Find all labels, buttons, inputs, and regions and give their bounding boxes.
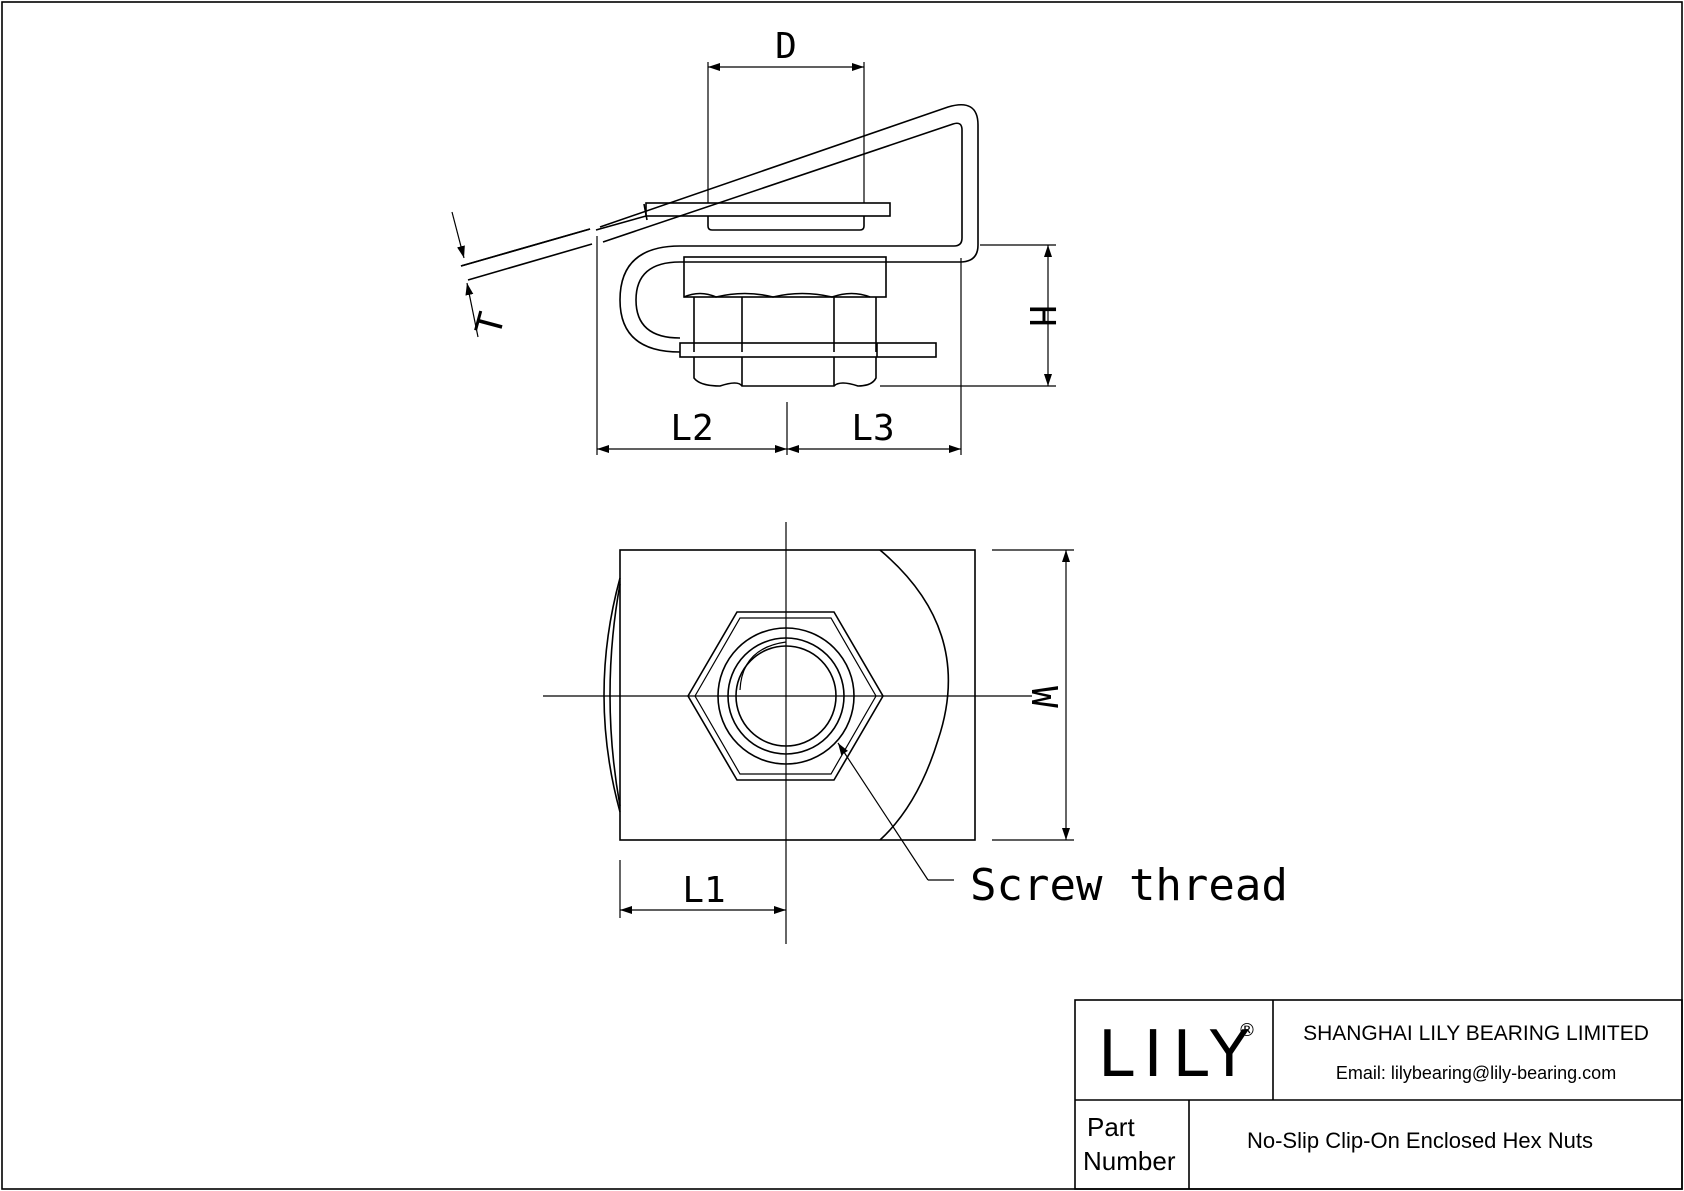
screw-thread-label: Screw thread bbox=[970, 860, 1288, 911]
part-title: No-Slip Clip-On Enclosed Hex Nuts bbox=[1247, 1128, 1593, 1153]
part-number-label-line2: Number bbox=[1083, 1146, 1176, 1176]
part-number-label-line1: Part bbox=[1087, 1112, 1135, 1142]
dim-l2-label: L2 bbox=[670, 408, 713, 449]
dim-w-label: W bbox=[1023, 686, 1064, 708]
dim-t-label: T bbox=[468, 308, 513, 340]
company-logo: LILY bbox=[1098, 1018, 1259, 1092]
dim-d-label: D bbox=[775, 26, 797, 67]
title-block: LILY ® SHANGHAI LILY BEARING LIMITED Ema… bbox=[1074, 999, 1683, 1190]
side-view: D T H L2 L3 bbox=[451, 26, 1062, 455]
dim-h-label: H bbox=[1021, 305, 1062, 327]
company-email: Email: lilybearing@lily-bearing.com bbox=[1336, 1063, 1616, 1083]
company-name: SHANGHAI LILY BEARING LIMITED bbox=[1303, 1022, 1649, 1045]
dim-l1-label: L1 bbox=[682, 870, 725, 911]
top-view: W L1 Screw thread bbox=[543, 522, 1288, 944]
registered-mark: ® bbox=[1238, 1020, 1256, 1041]
dim-l3-label: L3 bbox=[851, 408, 894, 449]
